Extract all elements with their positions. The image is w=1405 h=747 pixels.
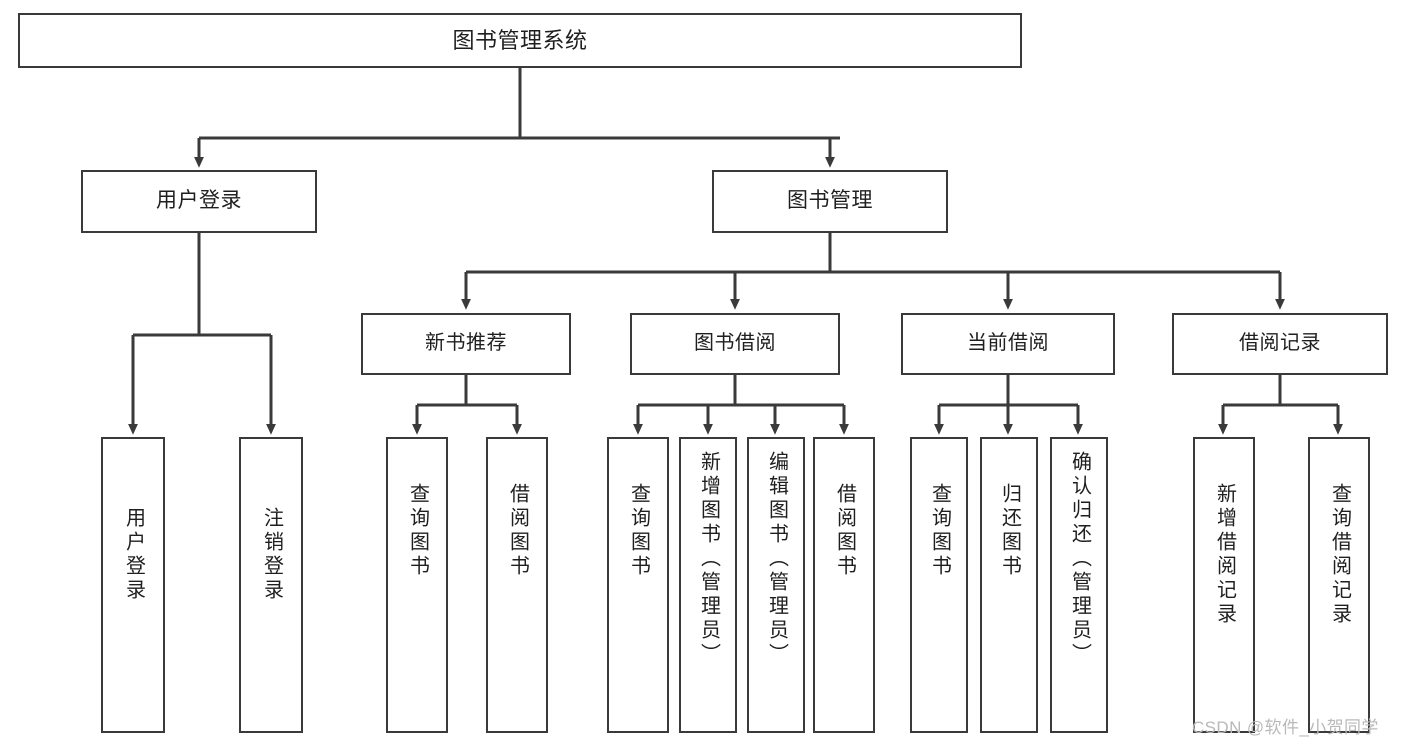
node-label: 新书推荐 xyxy=(425,332,507,355)
node-label: 查询图书 xyxy=(928,483,951,579)
node-label: 新增借阅记录 xyxy=(1213,483,1236,627)
leaf-borrow-records-query-record[interactable]: 查询借阅记录 xyxy=(1308,437,1370,733)
leaf-current-borrow-return-book[interactable]: 归还图书 xyxy=(980,437,1038,733)
node-label: 图书管理系统 xyxy=(452,27,588,53)
node-label: 借阅图书 xyxy=(506,483,529,579)
leaf-book-borrow-query-book[interactable]: 查询图书 xyxy=(607,437,669,733)
node-label: 用户登录 xyxy=(156,189,242,213)
leaf-user-login-signout[interactable]: 注销登录 xyxy=(239,437,303,733)
node-book-management-system[interactable]: 图书管理系统 xyxy=(18,13,1022,68)
leaf-borrow-records-add-record[interactable]: 新增借阅记录 xyxy=(1193,437,1255,733)
node-label: 查询图书 xyxy=(406,483,429,579)
node-label: 查询图书 xyxy=(627,483,650,579)
node-borrow-records[interactable]: 借阅记录 xyxy=(1172,313,1388,375)
node-label: 确认归还（管理员） xyxy=(1068,451,1091,667)
node-label: 当前借阅 xyxy=(967,332,1049,355)
leaf-book-borrow-edit-book-admin[interactable]: 编辑图书（管理员） xyxy=(747,437,805,733)
node-book-borrow[interactable]: 图书借阅 xyxy=(630,313,840,375)
leaf-current-borrow-confirm-return-admin[interactable]: 确认归还（管理员） xyxy=(1050,437,1108,733)
node-label: 查询借阅记录 xyxy=(1328,483,1351,627)
node-label: 图书管理 xyxy=(787,189,873,213)
node-current-borrow[interactable]: 当前借阅 xyxy=(901,313,1115,375)
node-label: 借阅图书 xyxy=(833,483,856,579)
node-label: 注销登录 xyxy=(260,507,283,603)
leaf-book-borrow-borrow-book[interactable]: 借阅图书 xyxy=(813,437,875,733)
node-label: 归还图书 xyxy=(998,483,1021,579)
node-user-login[interactable]: 用户登录 xyxy=(81,170,317,233)
node-label: 借阅记录 xyxy=(1239,332,1321,355)
node-label: 编辑图书（管理员） xyxy=(765,451,788,667)
node-label: 新增图书（管理员） xyxy=(697,451,720,667)
node-book-management[interactable]: 图书管理 xyxy=(712,170,948,233)
leaf-new-book-query-book[interactable]: 查询图书 xyxy=(386,437,448,733)
node-label: 图书借阅 xyxy=(694,332,776,355)
leaf-book-borrow-add-book-admin[interactable]: 新增图书（管理员） xyxy=(679,437,737,733)
leaf-user-login-signin[interactable]: 用户登录 xyxy=(101,437,165,733)
leaf-new-book-borrow-book[interactable]: 借阅图书 xyxy=(486,437,548,733)
node-new-book-recommend[interactable]: 新书推荐 xyxy=(361,313,571,375)
node-label: 用户登录 xyxy=(122,507,145,603)
csdn-watermark: CSDN @软件_小贺同学 xyxy=(1192,718,1379,737)
leaf-current-borrow-query-book[interactable]: 查询图书 xyxy=(910,437,968,733)
